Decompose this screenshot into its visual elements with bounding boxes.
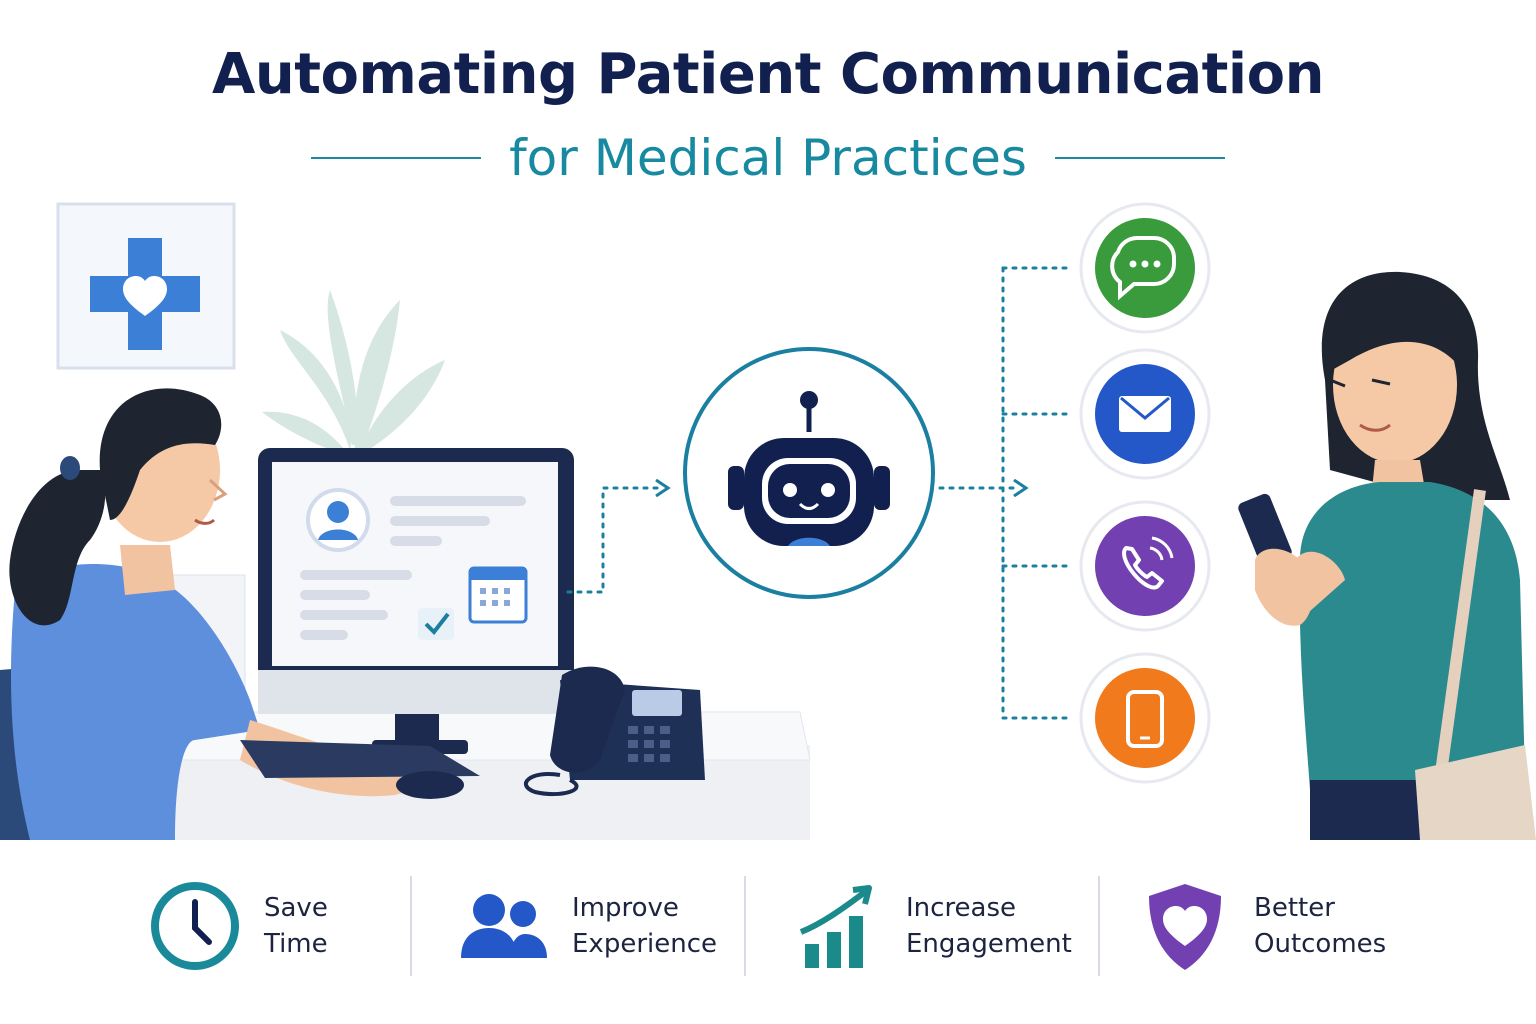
calendar-icon — [468, 566, 528, 624]
benefit-line1: Save — [264, 893, 328, 923]
desk-phone-icon — [523, 666, 705, 797]
benefit-label: Improve Experience — [572, 890, 717, 962]
smartphone — [1238, 493, 1292, 567]
benefit-line2: Experience — [572, 929, 717, 959]
connector-to-channels — [938, 266, 1072, 720]
growth-chart-icon — [782, 871, 892, 981]
benefit-line2: Time — [264, 929, 328, 959]
divider — [744, 876, 746, 976]
chatbot-robot-icon — [683, 347, 935, 599]
arrow-head — [655, 478, 671, 498]
checkmark-icon — [418, 608, 454, 640]
benefit-save-time: Save Time — [140, 866, 328, 986]
arrow-head — [1013, 478, 1029, 498]
benefit-line1: Better — [1254, 893, 1335, 923]
mouse — [396, 771, 464, 799]
plant-decoration — [262, 290, 445, 455]
clock-icon — [140, 871, 250, 981]
benefit-label: Increase Engagement — [906, 890, 1072, 962]
divider — [1098, 876, 1100, 976]
channel-list — [1079, 202, 1211, 784]
subtitle-row: for Medical Practices — [0, 126, 1536, 190]
heart-shield-icon — [1130, 871, 1240, 981]
keyboard — [240, 740, 480, 778]
phone-call-icon — [1079, 500, 1211, 632]
benefit-line2: Engagement — [906, 929, 1072, 959]
benefit-increase-engagement: Increase Engagement — [782, 866, 1072, 986]
envelope-icon — [1079, 348, 1211, 480]
benefit-line2: Outcomes — [1254, 929, 1387, 959]
chat-bubble-icon — [1079, 202, 1211, 334]
patient-figure — [1238, 271, 1536, 840]
page-subtitle: for Medical Practices — [509, 129, 1027, 187]
benefit-improve-experience: Improve Experience — [448, 866, 717, 986]
subtitle-line-right — [1054, 157, 1225, 159]
mobile-phone-icon — [1079, 652, 1211, 784]
computer-monitor — [258, 448, 574, 754]
subtitle-line-left — [311, 157, 482, 159]
medical-cross-heart-icon — [56, 202, 236, 370]
connector-to-robot — [566, 486, 662, 594]
users-icon — [448, 871, 558, 981]
benefit-better-outcomes: Better Outcomes — [1130, 866, 1386, 986]
benefit-line1: Increase — [906, 893, 1017, 923]
benefit-label: Save Time — [264, 890, 328, 962]
benefit-line1: Improve — [572, 893, 679, 923]
divider — [410, 876, 412, 976]
page-title: Automating Patient Communication — [212, 42, 1324, 107]
benefit-label: Better Outcomes — [1254, 890, 1386, 962]
